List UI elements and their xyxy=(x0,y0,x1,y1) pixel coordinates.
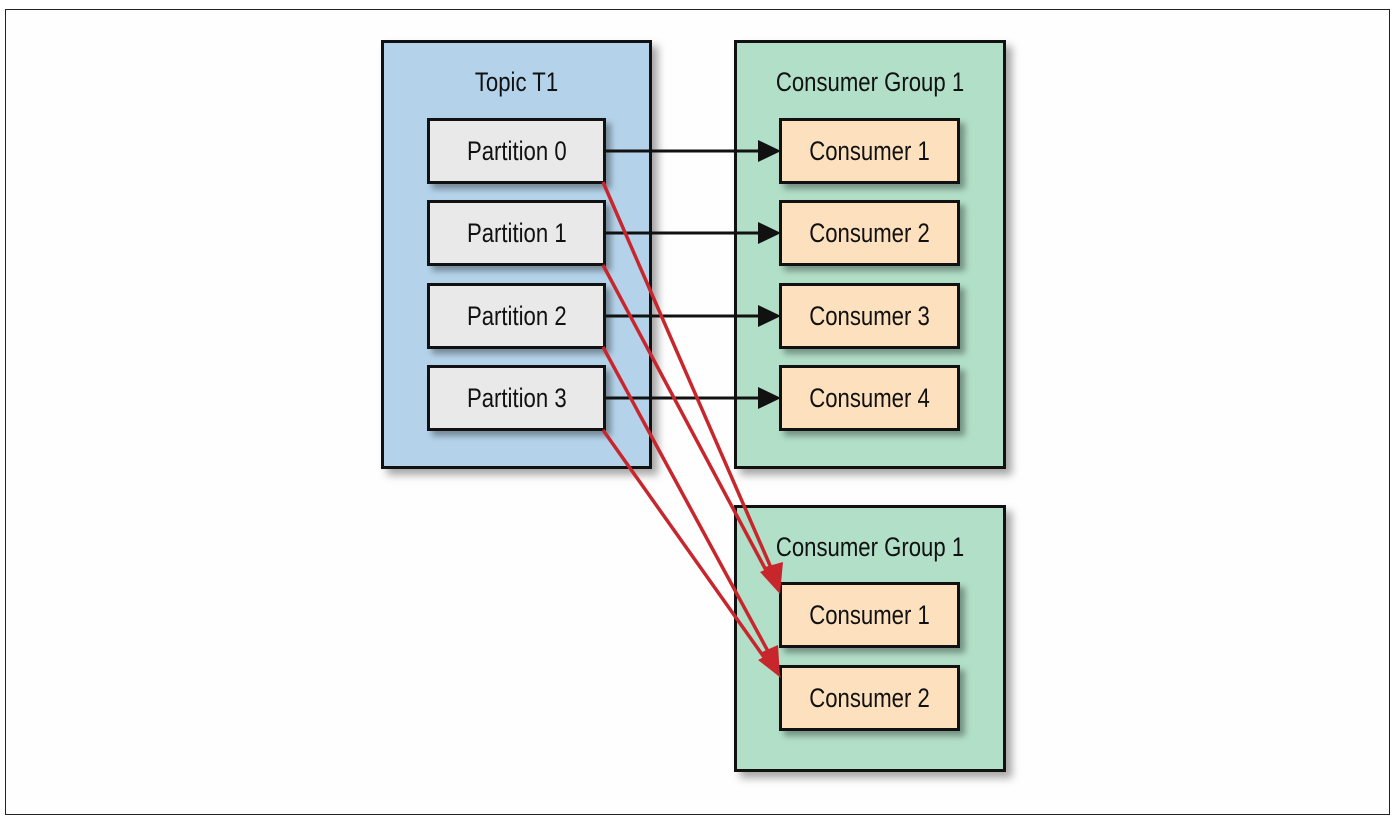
group-b-consumer-1: Consumer 1 xyxy=(779,582,960,648)
group-a-consumer-3-label: Consumer 3 xyxy=(809,300,930,331)
group-a-consumer-3: Consumer 3 xyxy=(779,283,960,349)
group-a-consumer-1-label: Consumer 1 xyxy=(809,135,930,166)
group-b-consumer-2: Consumer 2 xyxy=(779,665,960,731)
group-a-consumer-4: Consumer 4 xyxy=(779,365,960,431)
partition-3: Partition 3 xyxy=(427,365,606,431)
partition-1-label: Partition 1 xyxy=(466,217,567,248)
topic-title: Topic T1 xyxy=(474,67,559,97)
group-a-consumer-1: Consumer 1 xyxy=(779,118,960,184)
partition-2: Partition 2 xyxy=(427,283,606,349)
consumer-group-b-title: Consumer Group 1 xyxy=(775,532,965,562)
partition-2-label: Partition 2 xyxy=(466,300,567,331)
consumer-group-a-title: Consumer Group 1 xyxy=(775,67,965,97)
partition-1: Partition 1 xyxy=(427,200,606,266)
group-b-consumer-1-label: Consumer 1 xyxy=(809,599,930,630)
partition-0-label: Partition 0 xyxy=(466,135,567,166)
group-a-consumer-2: Consumer 2 xyxy=(779,200,960,266)
group-a-consumer-2-label: Consumer 2 xyxy=(809,217,930,248)
partition-3-label: Partition 3 xyxy=(466,382,567,413)
group-b-consumer-2-label: Consumer 2 xyxy=(809,682,930,713)
diagram-frame xyxy=(5,9,1390,815)
group-a-consumer-4-label: Consumer 4 xyxy=(809,382,930,413)
partition-0: Partition 0 xyxy=(427,118,606,184)
